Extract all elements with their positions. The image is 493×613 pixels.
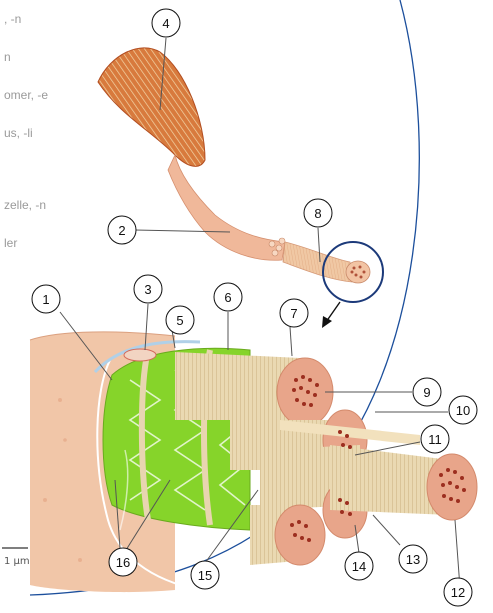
callout-16: 16 <box>109 548 137 576</box>
muscle-fibre-bundle <box>283 242 352 282</box>
callout-5: 5 <box>166 306 194 334</box>
svg-text:10: 10 <box>456 403 470 418</box>
callout-13: 13 <box>399 545 427 573</box>
scale-bar-label: 1 µm <box>4 556 30 567</box>
svg-text:1: 1 <box>42 292 49 307</box>
callout-14: 14 <box>345 552 373 580</box>
legend-fragment-1: , -n <box>4 12 21 26</box>
svg-text:16: 16 <box>116 555 130 570</box>
callout-8: 8 <box>304 199 332 227</box>
svg-text:11: 11 <box>428 432 442 447</box>
legend-fragment-2: n <box>4 50 11 64</box>
svg-text:3: 3 <box>144 282 151 297</box>
svg-text:5: 5 <box>176 313 183 328</box>
callout-6: 6 <box>214 283 242 311</box>
svg-text:6: 6 <box>224 290 231 305</box>
callout-15: 15 <box>191 561 219 589</box>
svg-text:12: 12 <box>451 585 465 600</box>
zoom-arrow <box>322 302 340 328</box>
svg-text:13: 13 <box>406 552 420 567</box>
legend-fragment-4: us, -li <box>4 126 33 140</box>
callout-1: 1 <box>32 285 60 313</box>
callout-12: 12 <box>444 578 472 606</box>
callout-2: 2 <box>108 216 136 244</box>
callout-7: 7 <box>280 299 308 327</box>
svg-text:7: 7 <box>290 306 297 321</box>
callout-4: 4 <box>152 9 180 37</box>
svg-text:15: 15 <box>198 568 212 583</box>
svg-text:14: 14 <box>352 559 366 574</box>
callout-3: 3 <box>134 275 162 303</box>
svg-text:8: 8 <box>314 206 321 221</box>
mitochondrion <box>124 349 156 361</box>
svg-text:4: 4 <box>162 16 169 31</box>
svg-text:2: 2 <box>118 223 125 238</box>
callout-9: 9 <box>413 378 441 406</box>
legend-fragment-5: zelle, -n <box>4 198 46 212</box>
legend-fragment-3: omer, -e <box>4 88 48 102</box>
callout-10: 10 <box>449 396 477 424</box>
svg-text:9: 9 <box>423 385 430 400</box>
legend-fragment-6: ler <box>4 236 17 250</box>
callout-11: 11 <box>421 425 449 453</box>
